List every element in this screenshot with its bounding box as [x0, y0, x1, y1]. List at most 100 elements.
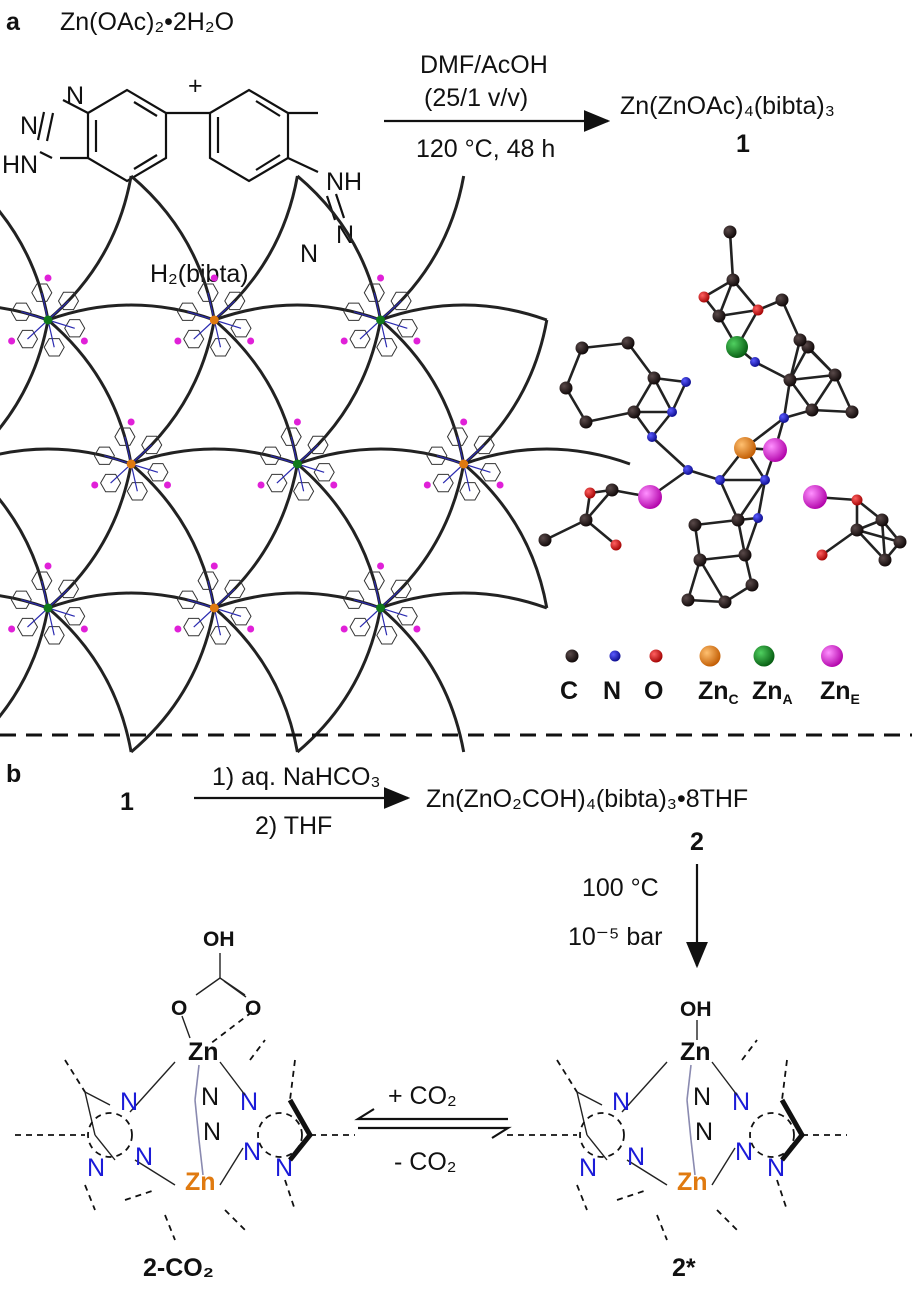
structure-bond [124, 1189, 156, 1201]
right-structure-name: 2* [672, 1254, 696, 1282]
ligand-atom-hn: HN [2, 151, 38, 179]
network-bond [27, 319, 49, 340]
carbon-atom [559, 381, 573, 395]
network-zn-center [209, 315, 219, 325]
network-ring [64, 607, 86, 626]
structure-bond [690, 1139, 696, 1176]
network-zn-e [293, 418, 301, 426]
carbon-atom [688, 518, 702, 532]
structure-bond [576, 1184, 588, 1211]
network-ring [446, 427, 469, 446]
structure-bond [198, 1139, 204, 1176]
crystal-packing-network [0, 174, 631, 754]
legend-swatch [753, 645, 775, 667]
product-number-1: 1 [736, 130, 750, 158]
network-link [379, 606, 466, 753]
carbon-atom [538, 533, 552, 547]
network-zn-e [44, 562, 52, 570]
structure-bond [289, 1059, 296, 1101]
structure-atom-label: N [695, 1118, 713, 1146]
network-ring [197, 571, 219, 590]
structure-bond [741, 1039, 758, 1061]
structure-bond [586, 1134, 608, 1161]
network-bond [47, 300, 69, 321]
network-bond [463, 463, 471, 492]
network-ring [31, 283, 53, 302]
cluster-bond [585, 489, 613, 521]
carbon-atom [627, 405, 641, 419]
oxygen-atom [584, 487, 596, 499]
network-bond [359, 319, 381, 340]
network-zn-e [44, 274, 52, 282]
carbon-atom [893, 535, 907, 549]
network-bond [47, 319, 75, 329]
structure-bond [576, 1091, 603, 1106]
network-ring [43, 626, 65, 645]
network-zn-center [292, 459, 302, 469]
network-bond [47, 607, 55, 636]
oxygen-atom [816, 549, 828, 561]
network-zn-center [376, 603, 386, 613]
product-formula-1: Zn(ZnOAc)₄(bibta)₃ [620, 92, 835, 120]
network-bond [47, 607, 75, 617]
cluster-bond [699, 553, 746, 562]
legend-label: O [644, 677, 663, 705]
network-ring [343, 590, 365, 609]
network-link [0, 209, 50, 321]
network-bond [442, 463, 465, 484]
structure-bond [711, 1061, 738, 1096]
network-ring [16, 617, 39, 637]
forward-label: + CO₂ [388, 1082, 457, 1110]
network-bond [104, 455, 132, 465]
network-bond [207, 580, 215, 609]
network-link [0, 497, 50, 609]
network-link [47, 606, 133, 753]
network-ring [209, 338, 232, 357]
bicarbonate-oh: OH [203, 928, 235, 951]
network-zn-e [257, 481, 265, 489]
left-structure-name: 2-CO₂ [143, 1254, 214, 1282]
carbon-atom [579, 415, 593, 429]
network-bond [214, 319, 242, 329]
network-ring [64, 319, 86, 338]
network-ring [230, 607, 252, 626]
zn-c-atom [734, 437, 756, 459]
network-ring [349, 329, 371, 349]
cluster-bond [880, 519, 887, 561]
network-bond [380, 588, 402, 609]
network-bond [47, 588, 69, 609]
legend-label: C [560, 677, 578, 705]
structure-bond [576, 1091, 588, 1136]
carbon-atom [875, 513, 889, 527]
network-bond [130, 463, 159, 473]
network-ring [31, 571, 53, 590]
ligand-atom-nh: NH [326, 168, 362, 196]
network-bond [436, 455, 464, 465]
network-ring [183, 617, 205, 637]
bicarbonate-o1: O [171, 997, 187, 1020]
network-bond [130, 444, 153, 465]
cluster-bond [632, 377, 656, 413]
network-zn-e [460, 418, 468, 426]
network-zn-e [164, 481, 172, 489]
network-link [0, 607, 50, 719]
oxygen-atom [851, 494, 863, 506]
structure-bond [194, 1099, 200, 1141]
network-zn-center [43, 603, 53, 613]
structure-atom-label: Zn [185, 1168, 216, 1196]
equilibrium-reverse-arrow [358, 1126, 512, 1139]
structure-bond [716, 1209, 738, 1231]
network-zn-e [496, 481, 504, 489]
network-ring [426, 446, 448, 465]
network-ring [183, 329, 205, 349]
network-zn-e [8, 337, 16, 345]
structure-atom-label: N [627, 1143, 645, 1171]
nitrogen-atom [750, 357, 760, 367]
network-ring [459, 482, 481, 501]
carbon-atom [850, 523, 864, 537]
network-bond [213, 300, 236, 321]
legend-swatch [565, 649, 579, 663]
